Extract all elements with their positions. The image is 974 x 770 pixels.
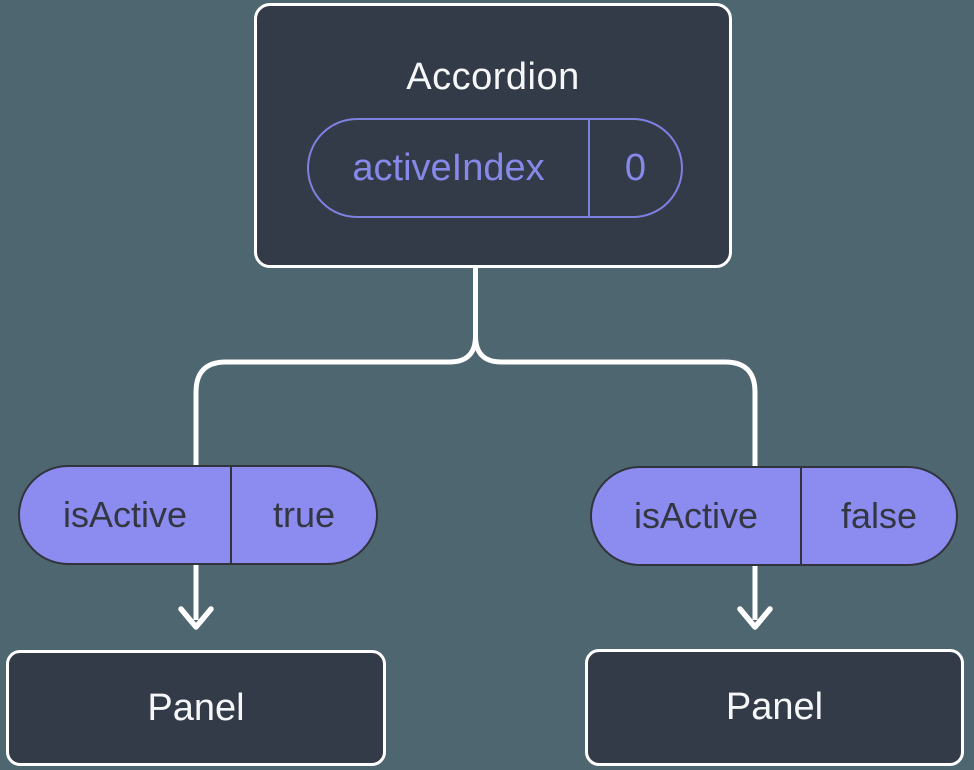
state-name-label: activeIndex bbox=[352, 146, 545, 189]
connector-branch-left bbox=[193, 265, 478, 468]
state-pill-activeindex: activeIndex 0 bbox=[307, 118, 683, 218]
pill-divider bbox=[800, 468, 802, 564]
panel-node-left: Panel bbox=[6, 650, 386, 766]
prop-name-label: isActive bbox=[62, 494, 188, 535]
arrow-left-head-icon bbox=[178, 606, 214, 630]
panel-node-right: Panel bbox=[585, 649, 964, 766]
prop-pill-isactive-true: isActive true bbox=[18, 465, 378, 565]
state-value-label: 0 bbox=[624, 146, 647, 189]
accordion-node: Accordion activeIndex 0 bbox=[254, 3, 732, 268]
prop-name-label: isActive bbox=[633, 495, 759, 536]
prop-value-label: false bbox=[840, 495, 918, 536]
connector-branch-right bbox=[473, 265, 758, 468]
arrow-right-head-icon bbox=[737, 606, 773, 630]
accordion-node-title: Accordion bbox=[406, 56, 580, 98]
pill-divider bbox=[230, 467, 232, 563]
pill-divider bbox=[588, 120, 590, 216]
prop-pill-isactive-false: isActive false bbox=[590, 466, 958, 566]
prop-value-label: true bbox=[272, 494, 336, 535]
